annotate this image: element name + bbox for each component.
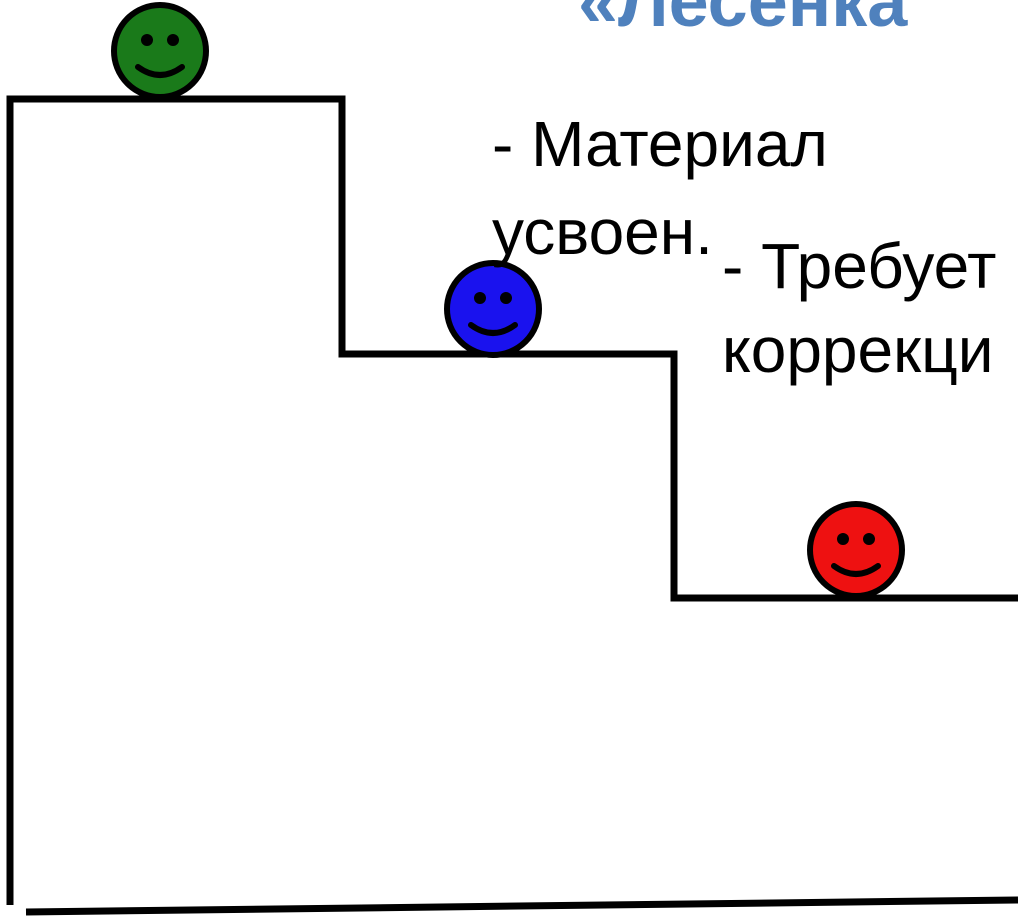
- level-1-label-line-1: - Материал: [492, 108, 828, 180]
- smiley-red-icon: [807, 501, 905, 599]
- level-2-label-line-2: коррекци: [722, 314, 994, 386]
- smiley-green-icon: [111, 2, 209, 100]
- level-2-label-line-1: - Требует: [722, 230, 997, 302]
- page-title: «Лесенка: [578, 0, 908, 42]
- staircase-outline: [6, 95, 1018, 905]
- level-1-label-line-2: усвоен.: [492, 196, 713, 268]
- baseline: [25, 896, 1018, 916]
- smiley-blue-icon: [444, 260, 542, 358]
